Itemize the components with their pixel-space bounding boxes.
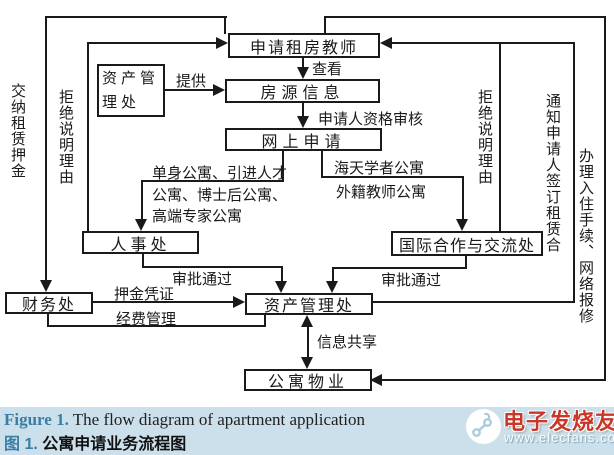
- edge-label-provide: 提供: [176, 73, 207, 90]
- edge-label-deposit-voucher: 押金凭证: [114, 286, 175, 303]
- edge-label-info-share: 信息共享: [317, 334, 378, 351]
- connector-deposit-voucher: [93, 301, 235, 303]
- connector-refuse-left-v: [87, 42, 89, 232]
- elecfans-logo-icon: [466, 409, 501, 444]
- node-hr-office: 人事处: [82, 231, 199, 254]
- edge-label-dorm-right-2: 外籍教师公寓: [336, 184, 427, 201]
- connector-fund-v2: [264, 315, 266, 327]
- connector-checkin-bottom: [380, 379, 606, 381]
- arrowhead-into-teacher-right: [380, 37, 392, 49]
- edge-label-fund-mgmt: 经费管理: [116, 311, 177, 328]
- connector-approve-left-v1: [142, 254, 144, 268]
- figure-number-en: Figure 1.: [4, 410, 69, 429]
- edge-label-qualification: 申请人资格审核: [318, 111, 424, 128]
- connector-view: [302, 57, 304, 71]
- connector-refuse-left-h: [87, 42, 217, 44]
- arrowhead-into-hr: [135, 219, 147, 231]
- edge-label-refuse-left: 拒绝说明理由: [57, 89, 74, 185]
- connector-branch-left-v: [141, 180, 143, 223]
- connector-pay-deposit-left: [45, 16, 47, 283]
- connector-approve-right-v2: [332, 267, 334, 283]
- edge-label-refuse-right: 拒绝说明理由: [476, 89, 493, 185]
- arrowhead-into-teacher-left: [216, 37, 228, 49]
- connector-notify-h-top: [392, 42, 575, 44]
- figure-number-zh: 图 1.: [4, 436, 38, 453]
- connector-qualification: [302, 102, 304, 118]
- node-asset-mgmt: 资产管理处: [245, 293, 373, 315]
- arrowhead-into-online: [297, 116, 309, 128]
- arrowhead-into-finance: [40, 280, 52, 292]
- watermark-url: www.elecfans.com: [504, 430, 614, 445]
- figure-title-en: The flow diagram of apartment applicatio…: [68, 410, 365, 429]
- figure-title-zh: 公寓申请业务流程图: [37, 436, 187, 453]
- arrowhead-into-intl: [456, 219, 468, 231]
- connector-approve-right-h: [332, 267, 467, 269]
- edge-label-approve-left: 审批通过: [172, 271, 233, 288]
- arrowhead-into-asset-left: [233, 296, 245, 308]
- node-online-apply: 网上申请: [225, 128, 382, 151]
- connector-branch-right-drop: [321, 151, 323, 178]
- connector-approve-left-v2: [281, 266, 283, 283]
- edge-label-checkin: 办理入住手续、网络报修: [577, 148, 594, 324]
- caption-english: Figure 1. The flow diagram of apartment …: [4, 410, 365, 430]
- edge-label-notify-sign: 通知申请人签订租赁合: [544, 93, 561, 253]
- node-asset-mgmt-provider: 资产管理处: [97, 64, 165, 117]
- connector-pay-deposit-drop: [224, 16, 226, 34]
- node-finance-office: 财务处: [5, 292, 93, 314]
- node-property: 公寓物业: [244, 369, 372, 391]
- connector-checkin-right: [604, 16, 606, 381]
- caption-chinese: 图 1. 公寓申请业务流程图: [4, 430, 186, 454]
- connector-pay-deposit-top: [45, 16, 227, 18]
- connector-branch-left-drop: [282, 151, 284, 182]
- arrowhead-into-housing: [297, 67, 309, 79]
- connector-info-share: [307, 319, 309, 365]
- edge-label-pay-deposit: 交纳租赁押金: [9, 83, 26, 179]
- edge-label-dorm-left-3: 高端专家公寓: [152, 208, 243, 225]
- connector-fund-v1: [47, 314, 49, 327]
- connector-approve-left-h: [142, 266, 283, 268]
- connector-notify-h-bottom: [373, 301, 575, 303]
- connector-approve-right-v1: [465, 256, 467, 269]
- arrowhead-into-asset-bottom: [301, 315, 313, 327]
- arrowhead-into-asset-2: [326, 281, 338, 293]
- arrowhead-into-housing-left: [213, 84, 225, 96]
- connector-branch-right-h: [321, 176, 464, 178]
- connector-branch-left-h: [141, 180, 284, 182]
- node-housing-info: 房源信息: [225, 79, 380, 103]
- arrowhead-into-property-top: [301, 357, 313, 369]
- node-intl-office: 国际合作与交流处: [391, 231, 543, 256]
- connector-fund-h: [47, 325, 266, 327]
- watermark-brand: 电子发烧友: [503, 409, 614, 434]
- connector-branch-right-v: [462, 176, 464, 223]
- arrowhead-into-property-right: [370, 374, 382, 386]
- connector-provide: [165, 89, 215, 91]
- connector-refuse-right-v: [499, 42, 501, 231]
- connector-notify-v: [573, 42, 575, 303]
- arrowhead-into-asset-1: [275, 281, 287, 293]
- edge-label-approve-right: 审批通过: [381, 272, 442, 289]
- edge-label-dorm-right-1: 海天学者公寓: [334, 160, 425, 177]
- edge-label-dorm-left-2: 公寓、博士后公寓、: [152, 187, 288, 204]
- connector-checkin-top: [324, 16, 606, 18]
- edge-label-view: 查看: [312, 61, 343, 78]
- caption-band: Figure 1. The flow diagram of apartment …: [0, 407, 614, 455]
- edge-label-dorm-left-1: 单身公寓、引进人才: [152, 165, 288, 182]
- node-apply-teacher: 申请租房教师: [228, 33, 380, 58]
- connector-checkin-rise: [324, 16, 326, 34]
